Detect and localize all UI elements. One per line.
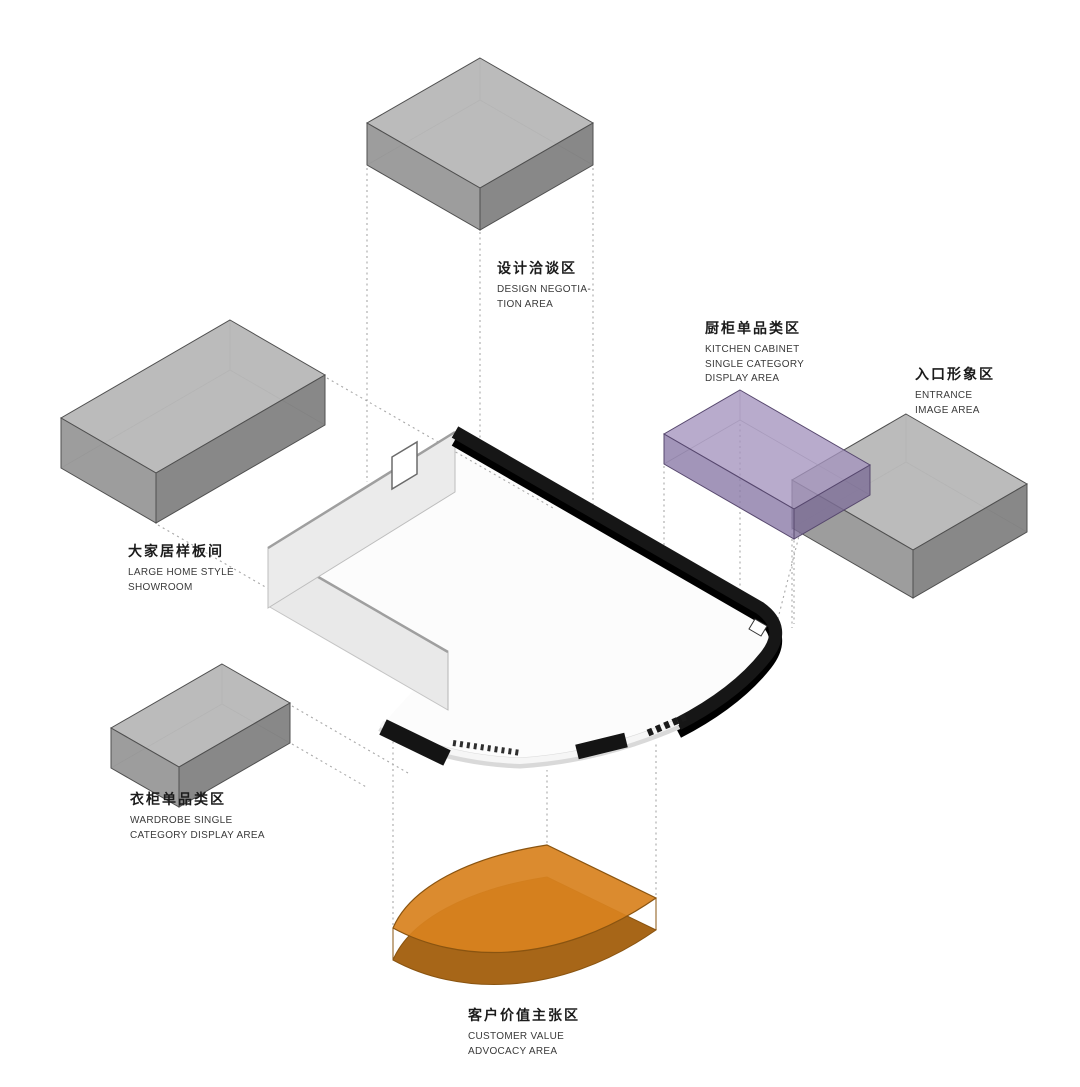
zone-label-zh: 厨柜单品类区 xyxy=(705,320,801,336)
zone-label-en-line: SINGLE CATEGORY xyxy=(705,358,805,370)
zone-label-en: LARGE HOME STYLE SHOWROOM xyxy=(128,566,234,595)
zone-label-entrance-image: 入口形象区 ENTRANCE IMAGE AREA xyxy=(915,364,995,418)
box-right-face xyxy=(178,702,291,808)
design-negotiation-box xyxy=(365,57,595,231)
wardrobe-box xyxy=(109,663,292,808)
zone-label-large-home-showroom: 大家居样板间 LARGE HOME STYLE SHOWROOM xyxy=(128,541,234,595)
projection-line xyxy=(157,524,341,631)
zone-label-en-line: CUSTOMER VALUE xyxy=(468,1031,565,1042)
storefront-slab-left xyxy=(379,719,451,766)
wall-upper-left-top-edge xyxy=(267,430,456,550)
zone-label-zh: 大家居样板间 xyxy=(128,543,224,559)
zone-label-en-line: WARDROBE SINGLE xyxy=(130,815,233,826)
facade-dashes-right xyxy=(646,712,690,737)
zone-label-en-line: ADVOCACY AREA xyxy=(468,1045,558,1057)
zone-label-en-line: DISPLAY AREA xyxy=(705,373,780,384)
large-home-showroom-box xyxy=(60,319,326,524)
zone-label-zh: 衣柜单品类区 xyxy=(130,791,226,807)
kitchen-cabinet-box xyxy=(663,389,871,540)
storefront-mullions xyxy=(452,740,522,756)
zone-label-customer-value: 客户价值主张区 CUSTOMER VALUE ADVOCACY AREA xyxy=(468,1005,580,1059)
zone-label-kitchen-cabinet: 厨柜单品类区 KITCHEN CABINET SINGLE CATEGORY D… xyxy=(705,318,804,387)
black-wall xyxy=(451,426,782,738)
projection-line xyxy=(291,743,369,789)
wall-notch xyxy=(748,618,768,637)
zone-label-en-line: LARGE HOME STYLE xyxy=(128,567,234,578)
zone-label-en-line: IMAGE AREA xyxy=(915,404,980,416)
zone-label-en-line: SHOWROOM xyxy=(128,581,193,593)
zone-label-zh: 入口形象区 xyxy=(915,366,995,382)
zone-label-en-line: TION AREA xyxy=(497,298,554,310)
zone-label-en: DESIGN NEGOTIA- TION AREA xyxy=(497,283,591,312)
facade-wall xyxy=(378,712,690,769)
projection-line xyxy=(291,705,409,774)
zone-label-design-negotiation: 设计洽谈区 DESIGN NEGOTIA- TION AREA xyxy=(497,258,591,312)
zone-label-zh: 客户价值主张区 xyxy=(468,1007,580,1023)
box-right-face xyxy=(155,374,326,524)
zone-label-en: ENTRANCE IMAGE AREA xyxy=(915,389,995,418)
customer-value-wedge xyxy=(392,844,658,986)
zone-label-en: KITCHEN CABINET SINGLE CATEGORY DISPLAY … xyxy=(705,343,804,387)
box-right-face xyxy=(912,483,1028,599)
zone-label-en-line: DESIGN NEGOTIA- xyxy=(497,284,591,295)
plan-walls xyxy=(267,426,782,769)
zone-label-en-line: CATEGORY DISPLAY AREA xyxy=(130,829,265,841)
zone-label-en-line: ENTRANCE xyxy=(915,390,973,401)
box-right-face xyxy=(793,464,871,540)
wedge-top-face xyxy=(392,844,658,954)
storefront-slab-right xyxy=(575,732,628,760)
zone-label-zh: 设计洽谈区 xyxy=(497,260,577,276)
zone-label-en-line: KITCHEN CABINET xyxy=(705,344,800,355)
zone-label-en: CUSTOMER VALUE ADVOCACY AREA xyxy=(468,1030,580,1059)
black-wall-top xyxy=(451,426,782,730)
zone-label-wardrobe: 衣柜单品类区 WARDROBE SINGLE CATEGORY DISPLAY … xyxy=(130,789,265,843)
zone-label-en: WARDROBE SINGLE CATEGORY DISPLAY AREA xyxy=(130,814,265,843)
box-right-face xyxy=(479,122,594,231)
window-opening xyxy=(391,440,418,491)
